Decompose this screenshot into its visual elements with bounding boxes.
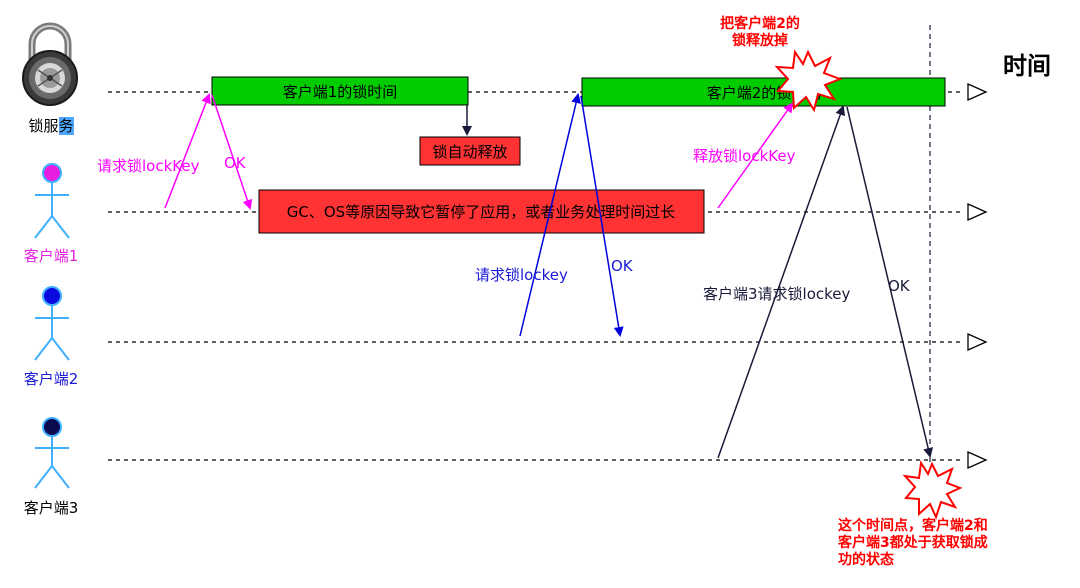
client1-figure-icon [34,163,70,239]
c2-ok-label: OK [611,257,633,275]
c1-ok-label: OK [224,154,246,172]
client1-lock-box: 客户端1的锁时间 [211,76,469,106]
client2-lock-box: 客户端2的锁时间 [581,77,946,107]
actor-label-lock-service: 锁服务 [6,115,96,136]
actor-label-client3: 客户端3 [23,499,79,517]
c3-ok-label: OK [888,277,910,295]
release-note: 把客户端2的 锁释放掉 [720,16,800,49]
explosion-icon [774,49,843,113]
final-note: 这个时间点，客户端2和 客户端3都处于获取锁成 功的状态 [838,518,988,568]
explosion-icon-final [902,460,963,520]
c2-request-label: 请求锁lockey [475,266,568,284]
gc-pause-box: GC、OS等原因导致它暂停了应用，或者业务处理时间过长 [258,189,705,234]
actor-label-client1: 客户端1 [23,247,79,265]
auto-release-box: 锁自动释放 [419,136,521,166]
arrows [164,93,934,459]
c2-ok-arrow [580,95,624,337]
client3-figure-icon [34,417,70,489]
lock-service-label-text: 锁服 [28,117,59,135]
c3-ok-arrow [846,106,934,458]
client2-figure-icon [34,286,70,361]
gc-pause-box-label: GC、OS等原因导致它暂停了应用，或者业务处理时间过长 [287,203,675,221]
lock-icon [22,22,78,106]
c3-request-arrow [717,105,846,459]
auto-release-box-label: 锁自动释放 [432,143,507,161]
c1-request-label: 请求锁lockKey [97,157,200,175]
lifeline-end-arrow-client2 [967,332,988,352]
c1-ok-arrow [211,94,253,210]
c3-request-label: 客户端3请求锁lockey [703,285,851,303]
lifeline-end-arrow-lock-service [967,82,988,102]
client1-lock-box-label: 客户端1的锁时间 [283,83,398,101]
lock-service-label-highlight: 务 [58,117,74,135]
lifeline-end-arrow-client3 [967,450,988,470]
c1-request-arrow [164,93,211,209]
c1-release-arrow [717,102,794,209]
c2-request-arrow [519,93,581,337]
time-label: 时间 [1003,52,1051,80]
lifeline-end-arrow-client1 [967,202,988,222]
actor-label-client2: 客户端2 [23,370,79,388]
c1-release-label: 释放锁lockKey [693,147,796,165]
